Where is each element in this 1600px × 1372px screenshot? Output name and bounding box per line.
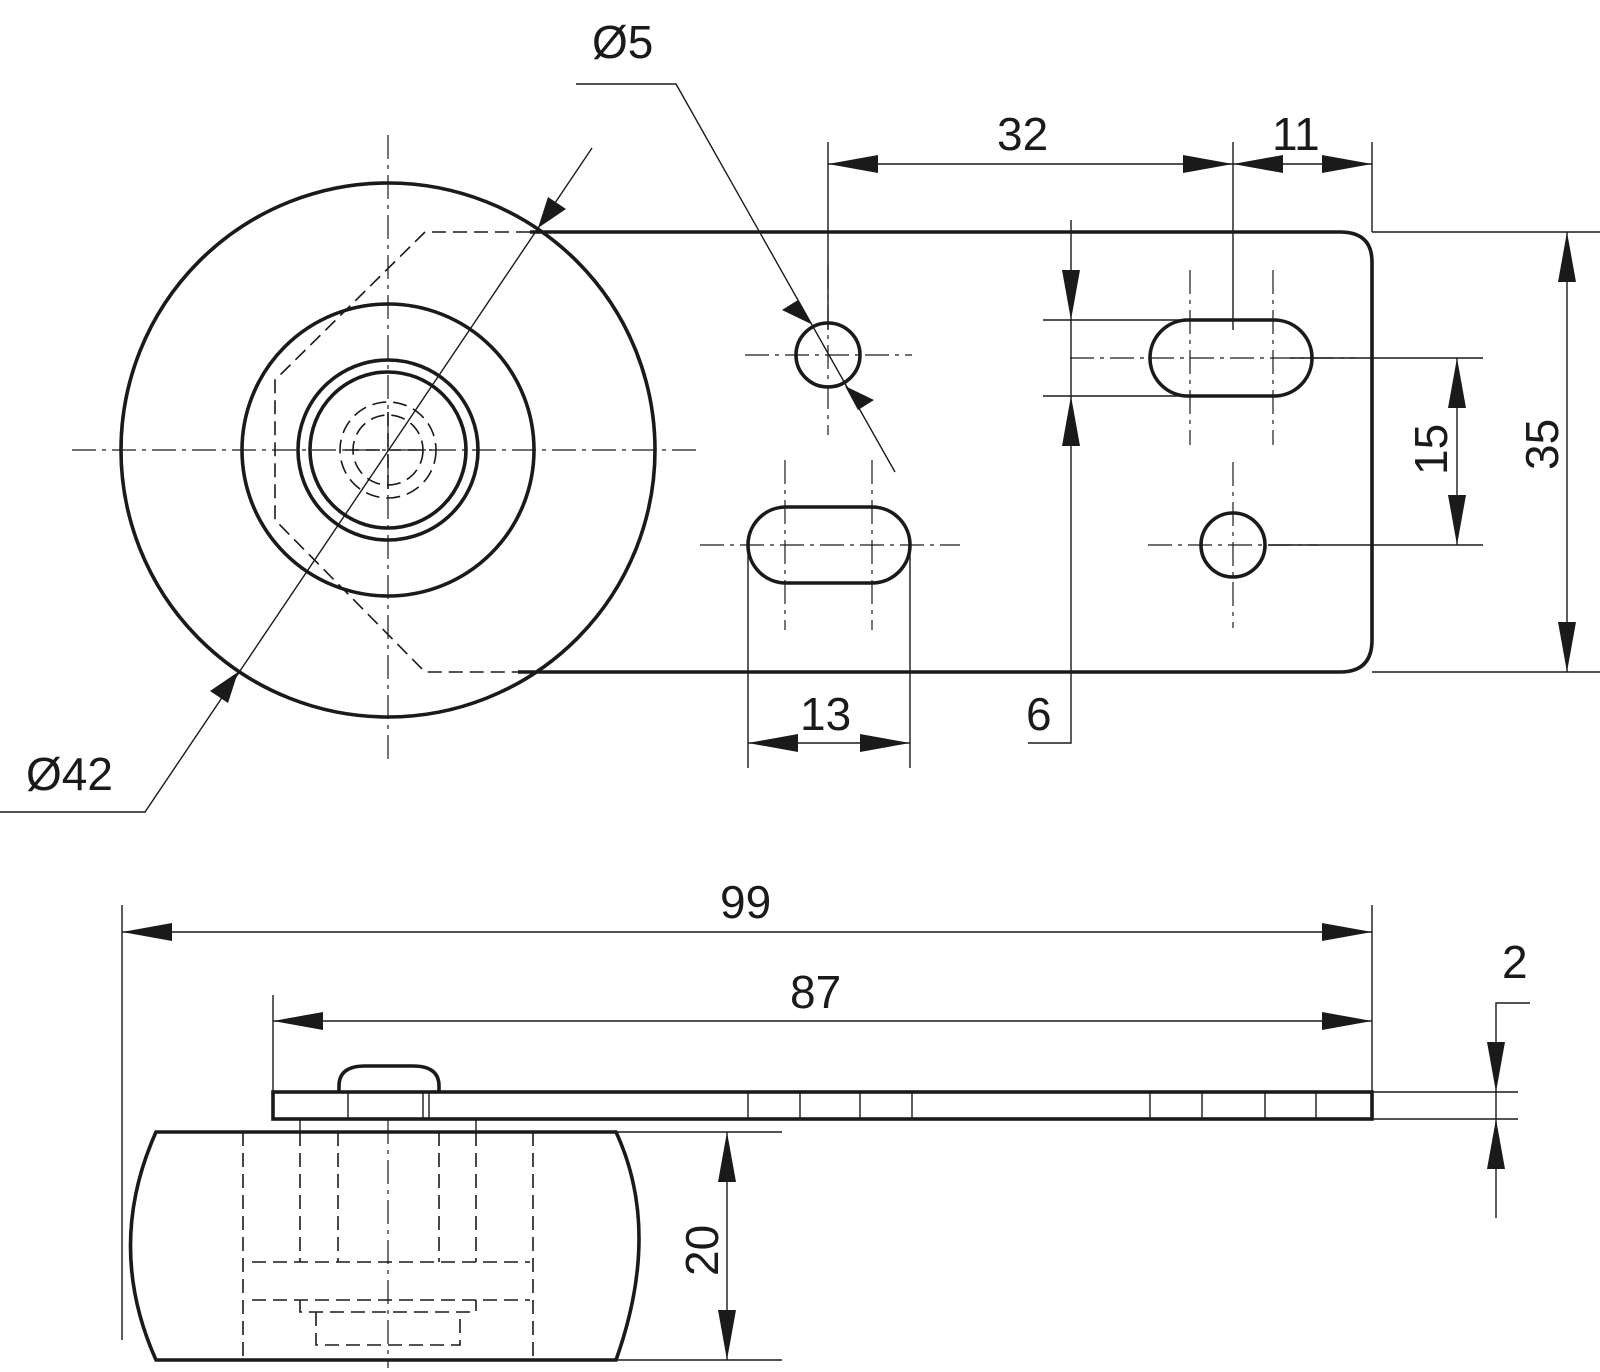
label-slot-width: 6 xyxy=(1026,688,1052,740)
dim-wheel-width-arrow-bottom xyxy=(718,1310,736,1360)
dim-wheel-width-extensions xyxy=(616,1131,782,1361)
wheel-hidden-lines xyxy=(242,1132,534,1360)
label-plate-thickness: 2 xyxy=(1502,936,1528,988)
dim-plate-length-arrow-left xyxy=(273,1012,323,1030)
wheel-centerlines xyxy=(72,135,702,765)
label-slot-length: 13 xyxy=(800,688,851,740)
dim-wheel-diameter-arrow-bottom xyxy=(210,672,238,703)
side-view: 99 87 2 20 xyxy=(121,876,1530,1368)
label-plate-length: 87 xyxy=(790,966,841,1018)
dim-hole-diameter-leader xyxy=(576,83,896,473)
dim-slot-width-arrow-bottom xyxy=(1062,396,1080,446)
dim-slot-width-line xyxy=(1028,220,1072,744)
dim-wheel-diameter-arrow-top xyxy=(538,197,566,228)
dim-hole-spacing-arrow-left xyxy=(828,155,878,173)
label-plate-width: 35 xyxy=(1516,419,1568,470)
dim-wheel-diameter-leader xyxy=(0,147,593,813)
dim-plate-thickness-arrow-bottom xyxy=(1487,1119,1505,1169)
dim-overall-length-arrow-left xyxy=(122,923,172,941)
dim-slot-width-extensions xyxy=(1043,319,1230,397)
top-view: Ø5 32 11 Ø42 13 6 15 35 xyxy=(0,16,1600,813)
dim-plate-thickness-arrow-top xyxy=(1487,1042,1505,1092)
plate-side-segments xyxy=(347,1092,1317,1119)
label-overall-length: 99 xyxy=(720,876,771,928)
dim-vertical-pitch-extensions xyxy=(1268,357,1483,546)
dim-plate-width-extensions xyxy=(1372,231,1600,673)
dim-hole-spacing-arrow-right xyxy=(1183,155,1233,173)
label-hole-diameter: Ø5 xyxy=(592,16,653,68)
mounting-plate-outline xyxy=(518,230,1374,674)
label-hole-spacing: 32 xyxy=(997,108,1048,160)
rivet-head xyxy=(337,1064,441,1092)
dim-plate-thickness-extensions xyxy=(1372,1091,1518,1120)
label-wheel-width: 20 xyxy=(676,1225,728,1276)
label-wheel-diameter: Ø42 xyxy=(26,748,113,800)
dim-slot-length-arrow-left xyxy=(748,734,798,752)
dim-overall-length-extensions xyxy=(121,905,1373,1340)
wheel-side-body xyxy=(128,1130,641,1362)
dim-slot-width-arrow-top xyxy=(1062,270,1080,320)
dim-wheel-width-arrow-top xyxy=(718,1132,736,1182)
dim-plate-width-arrow-top xyxy=(1558,232,1576,282)
dim-vertical-pitch-arrow-bottom xyxy=(1448,495,1466,545)
dim-plate-width-arrow-bottom xyxy=(1558,622,1576,672)
label-vertical-pitch: 15 xyxy=(1405,424,1457,475)
dim-vertical-pitch-arrow-top xyxy=(1448,358,1466,408)
plate-side xyxy=(271,1090,1374,1121)
dim-hole-diameter-arrow-bottom xyxy=(845,386,874,410)
axle-collar-side xyxy=(299,1119,477,1132)
dim-overall-length-arrow-right xyxy=(1322,923,1372,941)
dim-edge-offset-arrow-right xyxy=(1322,155,1372,173)
label-edge-offset: 11 xyxy=(1272,108,1320,160)
dim-plate-thickness-line xyxy=(1495,1002,1530,1218)
dim-slot-length-arrow-right xyxy=(860,734,910,752)
dim-edge-offset-arrow-left xyxy=(1233,155,1283,173)
dim-hole-diameter-arrow-top xyxy=(782,300,811,324)
dim-plate-length-arrow-right xyxy=(1322,1012,1372,1030)
slot-centerlines xyxy=(700,270,1355,630)
dim-slot-length-extensions xyxy=(747,545,911,768)
dim-extension-lines-top xyxy=(827,142,1373,330)
